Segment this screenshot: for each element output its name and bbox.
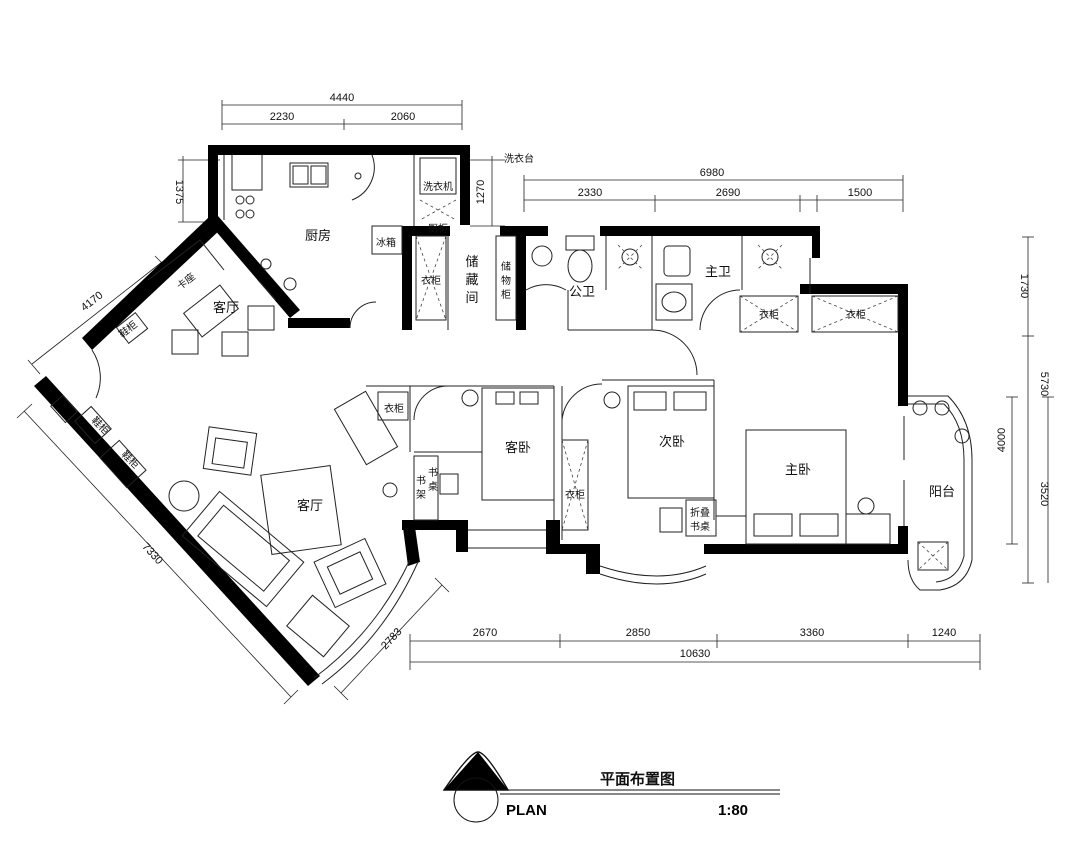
fixture-washer: 洗衣机 (423, 180, 453, 193)
room-label-second-bedroom: 次卧 (659, 434, 685, 450)
dim-top-right: 2060 (391, 111, 415, 123)
dim-diag-4170: 4170 (79, 289, 106, 314)
fixture-labels: 洗衣台 洗衣机 冰箱 厨柜 衣柜 储 物 柜 卡座 鞋柜 鞋柜 鞋柜 衣柜 书 … (89, 152, 866, 533)
room-label-master-bath: 主卫 (705, 265, 731, 280)
dim-side-5730: 5730 (1038, 372, 1050, 396)
fixture-wardrobe-master: 衣柜 (846, 308, 866, 321)
room-label-storage-1: 储 (465, 255, 478, 270)
dim-side-4000: 4000 (996, 428, 1008, 452)
title-block: 平面布置图 PLAN 1:80 (442, 751, 780, 823)
fixture-wardrobe-storage: 衣柜 (421, 274, 441, 287)
dim-bottom-a: 2670 (473, 627, 497, 639)
room-label-master-bedroom: 主卧 (785, 463, 811, 478)
fixture-wardrobe-second: 衣柜 (565, 488, 585, 501)
dim-top-total: 4440 (330, 92, 354, 104)
room-label-kitchen: 厨房 (305, 228, 331, 244)
dim-bottom-d: 1240 (932, 627, 956, 639)
room-label-living-main: 客厅 (297, 498, 323, 514)
scale-label: 1:80 (718, 802, 748, 819)
fixture-storage-cab-2: 物 (501, 274, 511, 287)
fixture-bookshelf-2: 架 (416, 489, 426, 501)
dim-left-1375: 1375 (173, 180, 185, 204)
dim-right-total: 6980 (700, 167, 724, 179)
dim-diag-7330: 7330 (139, 541, 164, 567)
dimension-lines (16, 100, 1054, 705)
room-label-public-bath: 公卫 (569, 285, 595, 300)
dimension-labels: 4440 2230 2060 6980 2330 2690 1500 1375 … (79, 92, 1050, 660)
fixture-folding-desk-2: 书桌 (690, 520, 710, 533)
dim-side-1730: 1730 (1018, 274, 1030, 298)
room-label-living-top: 客厅 (213, 300, 239, 316)
drawing-title: 平面布置图 (600, 770, 675, 788)
fixture-bookshelf-1: 书 (416, 475, 426, 487)
fixture-kitchen-cab: 厨柜 (428, 222, 448, 235)
dim-right-c: 1500 (848, 187, 872, 199)
fixture-wardrobe-living: 衣柜 (384, 402, 404, 415)
room-label-storage-3: 间 (465, 291, 478, 306)
fixture-wardrobe-bath: 衣柜 (759, 308, 779, 321)
dim-side-3520: 3520 (1038, 482, 1050, 506)
room-label-storage-2: 藏 (465, 273, 478, 288)
room-labels: 厨房 客厅 客厅 储 藏 间 公卫 主卫 客卧 次卧 主卧 阳台 (213, 228, 955, 514)
interior-lines (49, 154, 973, 685)
room-label-balcony: 阳台 (929, 485, 955, 500)
dim-bottom-c: 3360 (800, 627, 824, 639)
dim-bottom-total: 10630 (680, 648, 711, 660)
dim-diag-2783: 2783 (379, 626, 404, 652)
dim-left-1270: 1270 (475, 180, 487, 204)
fixture-desk-2: 桌 (428, 480, 438, 493)
fixture-fridge: 冰箱 (376, 236, 396, 249)
room-label-guest-bedroom: 客卧 (505, 440, 531, 456)
dim-top-left: 2230 (270, 111, 294, 123)
dim-right-b: 2690 (716, 187, 740, 199)
fixture-booth: 卡座 (174, 270, 198, 293)
plan-label: PLAN (506, 802, 547, 819)
fixture-storage-cab-3: 柜 (501, 288, 511, 301)
fixture-storage-cab-1: 储 (501, 260, 511, 273)
dim-right-a: 2330 (578, 187, 602, 199)
fixture-desk-1: 书 (428, 467, 438, 479)
dim-bottom-b: 2850 (626, 627, 650, 639)
fixture-laundry-sink: 洗衣台 (504, 152, 534, 165)
fixture-folding-desk-1: 折叠 (690, 506, 710, 519)
